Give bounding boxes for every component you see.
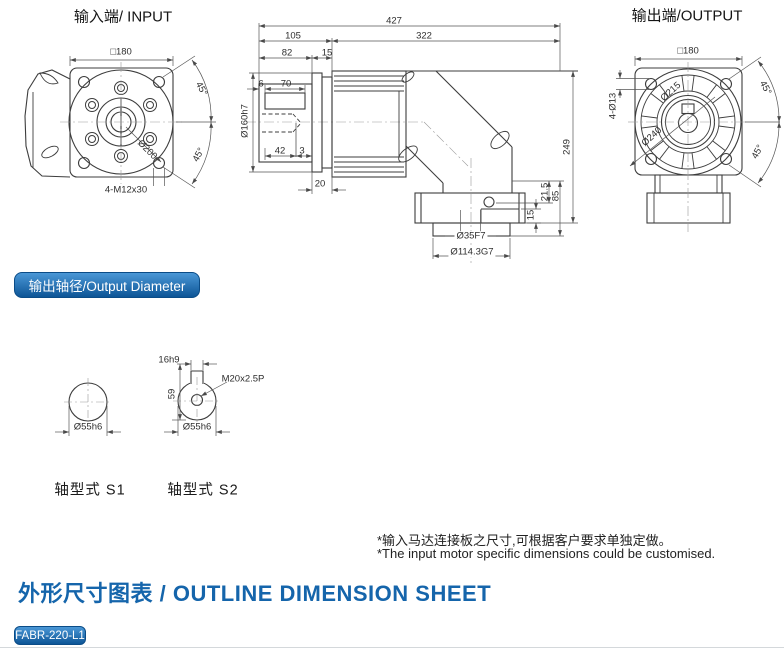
dim-s2-shaft-dia: Ø55h6 bbox=[180, 421, 214, 433]
dim-side-total-length: 427 bbox=[386, 15, 402, 27]
output-view-drawing bbox=[616, 56, 782, 232]
dim-input-mount-holes: 4-M12x30 bbox=[104, 184, 148, 196]
dim-input-square-size: □180 bbox=[110, 46, 132, 58]
side-view-drawing bbox=[246, 23, 578, 264]
output-view-title: 输出端/OUTPUT bbox=[631, 7, 743, 25]
note-zh: *输入马达连接板之尺寸,可根据客户要求单独定做。 bbox=[377, 533, 672, 548]
dim-side-flange-dia: Ø160h7 bbox=[239, 104, 251, 138]
dim-side-15-top: 15 bbox=[321, 47, 333, 59]
shaft-s2-drawing bbox=[164, 360, 230, 436]
dim-side-20: 20 bbox=[314, 178, 326, 190]
dim-s2-thread: M20x2.5P bbox=[221, 373, 265, 385]
dim-s2-height-59: 59 bbox=[166, 388, 178, 400]
dim-side-spigot-dia: Ø114.3G7 bbox=[448, 246, 496, 258]
dim-side-rear-length: 322 bbox=[416, 30, 432, 42]
dim-side-85: 85 bbox=[550, 190, 562, 202]
dim-side-key-length: 70 bbox=[280, 78, 292, 90]
dim-side-front-length: 105 bbox=[285, 30, 301, 42]
note-en: *The input motor specific dimensions cou… bbox=[377, 546, 716, 561]
dim-s1-shaft-dia: Ø55h6 bbox=[71, 421, 105, 433]
input-view-drawing bbox=[24, 55, 216, 189]
dim-side-21-5: 21.5 bbox=[539, 182, 551, 202]
bottom-divider bbox=[0, 647, 784, 648]
dim-output-square-size: □180 bbox=[677, 45, 699, 57]
dim-side-key-offset: 6 bbox=[258, 78, 264, 90]
page-title: 外形尺寸图表 / OUTLINE DIMENSION SHEET bbox=[18, 581, 492, 606]
dim-side-42: 42 bbox=[274, 145, 286, 157]
shaft-type-s2-label: 轴型式 S2 bbox=[167, 482, 239, 499]
dim-side-82: 82 bbox=[281, 47, 293, 59]
output-diameter-badge: 输出轴径/Output Diameter bbox=[14, 272, 200, 298]
shaft-type-s1-label: 轴型式 S1 bbox=[54, 482, 126, 499]
dim-side-bore-dia: Ø35F7 bbox=[454, 230, 488, 242]
dim-side-3: 3 bbox=[299, 145, 305, 157]
model-badge: FABR-220-L1 bbox=[14, 626, 86, 645]
dim-side-step-15: 15 bbox=[525, 209, 537, 221]
dim-s2-key-width: 16h9 bbox=[158, 354, 180, 366]
input-view-title: 输入端/ INPUT bbox=[73, 8, 173, 26]
shaft-s1-drawing bbox=[55, 378, 121, 436]
dim-side-height-249: 249 bbox=[561, 139, 573, 155]
dim-output-corner-holes: 4-Ø13 bbox=[607, 92, 619, 120]
